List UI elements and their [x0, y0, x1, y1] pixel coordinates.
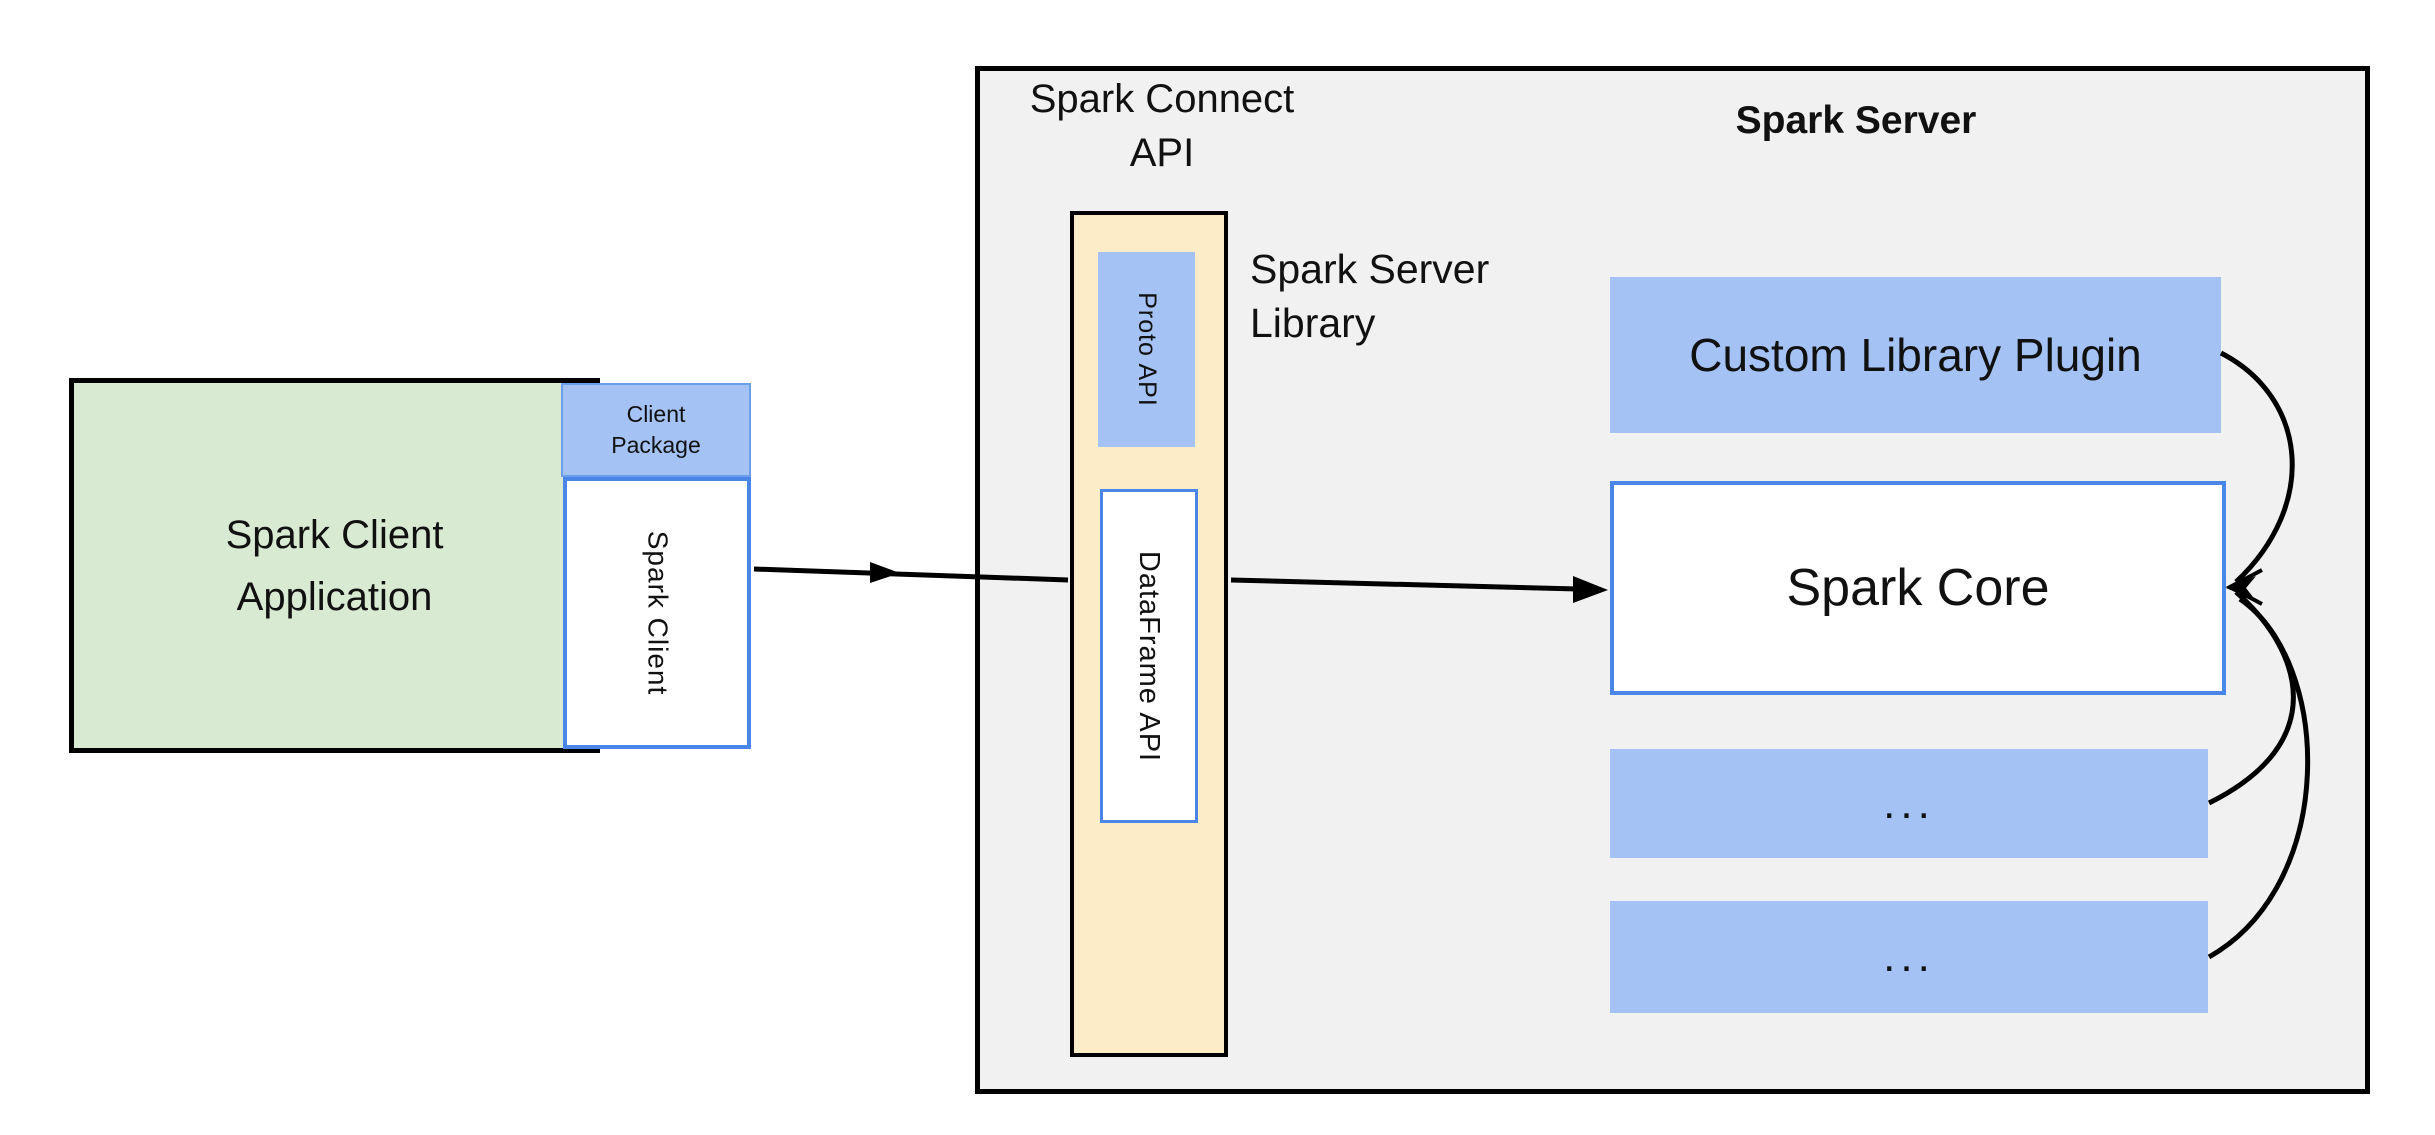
- spark-server-library-label: Spark Server Library: [1250, 242, 1570, 350]
- spark-server-library-line2: Library: [1250, 300, 1376, 346]
- more-plugins-ellipsis-2: ...: [1883, 932, 1935, 981]
- dataframe-api-label: DataFrame API: [1133, 550, 1166, 762]
- more-plugins-ellipsis-1: ...: [1883, 778, 1935, 828]
- more-plugins-box-1: ...: [1610, 749, 2208, 858]
- spark-core-label: Spark Core: [1786, 559, 2050, 617]
- spark-connect-api-title-line1: Spark Connect: [1029, 77, 1295, 121]
- spark-server-library-line1: Spark Server: [1250, 246, 1490, 292]
- more-plugins-box-2: ...: [1610, 901, 2208, 1013]
- dataframe-api-box: DataFrame API: [1100, 489, 1198, 823]
- arrow-client-to-api-head: [870, 562, 900, 583]
- spark-client-application-line1: Spark Client: [225, 512, 444, 557]
- custom-library-plugin-box: Custom Library Plugin: [1610, 277, 2221, 433]
- spark-connect-api-title-line2: API: [1129, 131, 1195, 175]
- spark-connect-api-title: Spark Connect API: [982, 72, 1342, 180]
- client-package-box: Client Package: [561, 383, 751, 477]
- spark-server-title: Spark Server: [1735, 99, 1977, 142]
- client-package-line2: Package: [611, 432, 701, 458]
- spark-client-label: Spark Client: [641, 530, 673, 696]
- client-package-line1: Client: [626, 401, 686, 427]
- spark-client-application-box: Spark Client Application: [69, 378, 600, 753]
- spark-client-application-line2: Application: [236, 574, 433, 619]
- client-package-label: Client Package: [611, 399, 701, 461]
- spark-client-application-label: Spark Client Application: [226, 504, 444, 628]
- proto-api-box: Proto API: [1098, 252, 1195, 447]
- spark-client-box: Spark Client: [563, 477, 751, 749]
- spark-core-box: Spark Core: [1610, 481, 2226, 695]
- custom-library-plugin-label: Custom Library Plugin: [1689, 329, 2142, 381]
- proto-api-label: Proto API: [1133, 292, 1161, 407]
